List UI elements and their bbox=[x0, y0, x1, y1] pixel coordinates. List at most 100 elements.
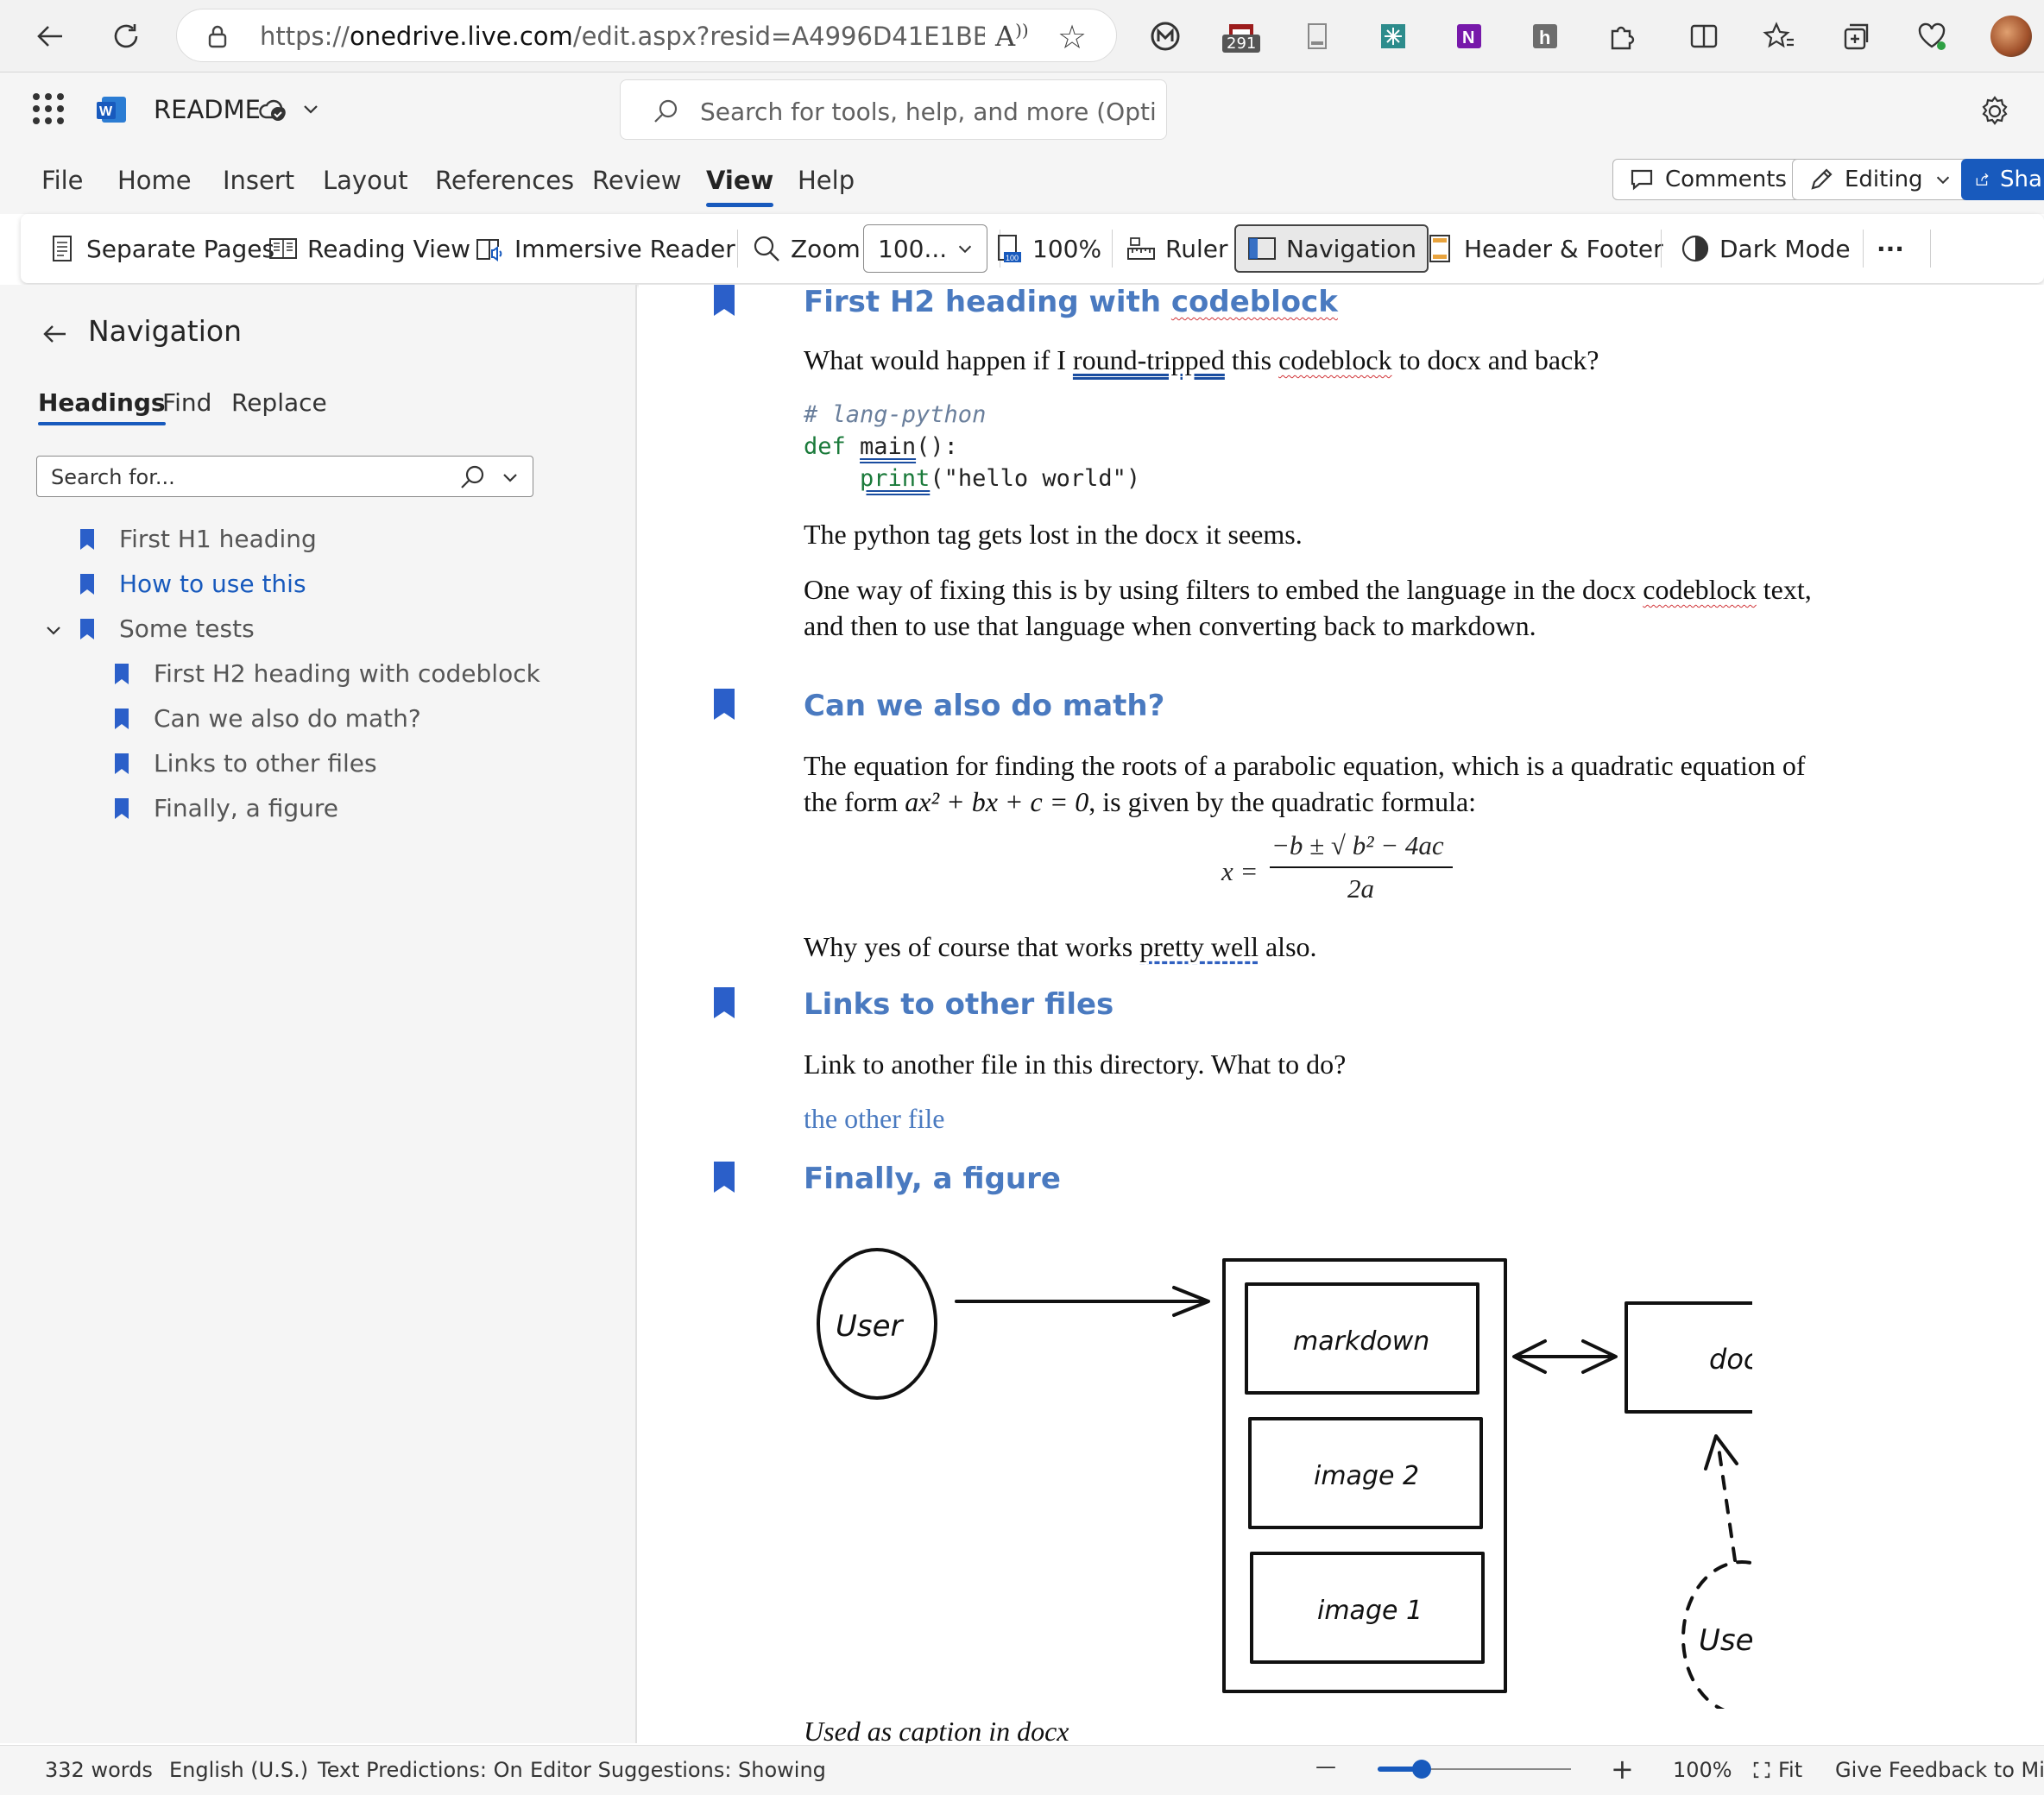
tab-insert[interactable]: Insert bbox=[223, 166, 295, 195]
figure-caption: Used as caption in docx bbox=[804, 1716, 1069, 1743]
zoom-in-button[interactable]: + bbox=[1611, 1753, 1634, 1786]
share-button[interactable]: Share bbox=[1961, 159, 2044, 200]
document-canvas[interactable]: First H2 heading with codeblock What wou… bbox=[639, 285, 2044, 1743]
figure-label-image1: image 1 bbox=[1317, 1596, 1423, 1626]
code-block: # lang-python def main(): print("hello w… bbox=[804, 401, 1141, 492]
app-header: W README Search for tools, help, and mor… bbox=[0, 72, 2044, 150]
immersive-reader-icon bbox=[476, 239, 502, 261]
header-footer-icon bbox=[1429, 235, 1450, 262]
extension-teal-icon[interactable] bbox=[1374, 17, 1412, 55]
zoom-percentage[interactable]: 100% bbox=[1673, 1758, 1732, 1782]
favorites-icon[interactable] bbox=[1761, 17, 1799, 55]
dark-mode-button[interactable]: Dark Mode bbox=[1680, 224, 1851, 273]
arrow-left-icon[interactable] bbox=[40, 319, 69, 349]
back-button[interactable] bbox=[26, 12, 74, 60]
collapse-chevron-icon[interactable] bbox=[43, 620, 64, 640]
more-options-button[interactable]: ··· bbox=[1877, 234, 1904, 263]
bookmark-icon bbox=[714, 689, 735, 720]
zoom-slider-thumb[interactable] bbox=[1412, 1760, 1431, 1779]
outer-container-box bbox=[1222, 1258, 1507, 1693]
saved-cloud-icon[interactable] bbox=[259, 95, 288, 124]
zoom-slider-track[interactable] bbox=[1378, 1768, 1571, 1770]
tab-help[interactable]: Help bbox=[798, 166, 855, 195]
tab-find[interactable]: Find bbox=[162, 388, 212, 417]
zoom-button[interactable]: Zoom bbox=[751, 224, 861, 273]
page-icon bbox=[53, 236, 72, 261]
navigation-pane-toggle[interactable]: Navigation bbox=[1234, 224, 1429, 273]
nav-heading-item[interactable]: Can we also do math? bbox=[114, 704, 421, 733]
give-feedback-link[interactable]: Give Feedback to Microsoft bbox=[1835, 1758, 2044, 1782]
bookmark-icon bbox=[80, 618, 94, 639]
docx-box bbox=[1624, 1301, 1752, 1414]
app-launcher-icon[interactable] bbox=[33, 93, 64, 124]
editing-mode-button[interactable]: Editing bbox=[1792, 159, 1969, 200]
fit-icon bbox=[1753, 1761, 1770, 1779]
nav-heading-item[interactable]: Finally, a figure bbox=[114, 794, 338, 822]
extension-m-icon[interactable] bbox=[1146, 17, 1184, 55]
nav-heading-item[interactable]: Some tests bbox=[79, 614, 255, 643]
fit-button[interactable]: Fit bbox=[1752, 1758, 1802, 1782]
word-logo-icon: W bbox=[97, 97, 126, 123]
tab-review[interactable]: Review bbox=[592, 166, 682, 195]
nav-search-input[interactable]: Search for... bbox=[36, 456, 533, 497]
image-2-box bbox=[1248, 1417, 1483, 1529]
chevron-down-icon[interactable] bbox=[300, 98, 321, 119]
heading-codeblock: First H2 heading with codeblock bbox=[804, 285, 1338, 319]
reload-button[interactable] bbox=[102, 12, 150, 60]
bookmark-icon bbox=[115, 797, 129, 819]
tab-file[interactable]: File bbox=[41, 166, 84, 195]
nav-heading-item[interactable]: First H1 heading bbox=[79, 525, 317, 553]
zoom-level-select[interactable]: 100... bbox=[863, 224, 987, 273]
split-screen-icon[interactable] bbox=[1685, 17, 1723, 55]
pencil-icon bbox=[1811, 168, 1833, 190]
document-title[interactable]: README bbox=[154, 95, 261, 124]
read-aloud-icon[interactable]: A)) bbox=[995, 20, 1029, 53]
nav-heading-item[interactable]: First H2 heading with codeblock bbox=[114, 659, 540, 688]
immersive-reader-button[interactable]: Immersive Reader bbox=[475, 224, 735, 273]
onenote-icon[interactable]: N bbox=[1450, 17, 1488, 55]
header-footer-button[interactable]: Header & Footer bbox=[1424, 224, 1663, 273]
word-count[interactable]: 332 words bbox=[45, 1758, 153, 1782]
extension-h-icon[interactable]: h bbox=[1526, 17, 1564, 55]
editor-suggestions-status[interactable]: Editor Suggestions: Showing bbox=[530, 1758, 826, 1782]
chevron-down-icon[interactable] bbox=[500, 467, 520, 488]
figure-label-docx: docx bbox=[1709, 1343, 1752, 1376]
svg-text:h: h bbox=[1539, 27, 1550, 48]
page-100-icon: 100 bbox=[998, 235, 1021, 262]
search-input[interactable]: Search for tools, help, and more (Option… bbox=[620, 79, 1167, 140]
tab-references[interactable]: References bbox=[435, 166, 575, 195]
bookmark-icon bbox=[115, 708, 129, 729]
comments-button[interactable]: Comments bbox=[1612, 159, 1803, 200]
extensions-puzzle-icon[interactable] bbox=[1602, 17, 1640, 55]
architecture-figure: User markdown image 2 image 1 docx User bbox=[817, 1248, 1752, 1709]
gear-icon[interactable] bbox=[1978, 95, 2011, 128]
bookmark-icon bbox=[80, 528, 94, 550]
tab-replace[interactable]: Replace bbox=[231, 388, 327, 417]
reading-view-button[interactable]: Reading View bbox=[268, 224, 470, 273]
link-other-file[interactable]: the other file bbox=[804, 1103, 945, 1134]
profile-avatar[interactable] bbox=[1990, 16, 2032, 57]
favorite-star-icon[interactable]: ☆ bbox=[1057, 18, 1088, 56]
zoom-100-button[interactable]: 100 100% bbox=[993, 224, 1101, 273]
tab-view[interactable]: View bbox=[706, 166, 774, 207]
tab-layout[interactable]: Layout bbox=[323, 166, 408, 195]
tab-home[interactable]: Home bbox=[117, 166, 192, 195]
ruler-button[interactable]: Ruler bbox=[1126, 224, 1227, 273]
text-predictions-status[interactable]: Text Predictions: On bbox=[318, 1758, 523, 1782]
extension-badge: 291 bbox=[1222, 35, 1261, 53]
nav-heading-item[interactable]: Links to other files bbox=[114, 749, 377, 778]
zoom-out-button[interactable]: — bbox=[1315, 1754, 1336, 1779]
nav-heading-item-current[interactable]: How to use this bbox=[79, 570, 306, 598]
collections-icon[interactable] bbox=[1837, 17, 1875, 55]
extension-page-icon[interactable] bbox=[1298, 17, 1336, 55]
tab-headings[interactable]: Headings bbox=[38, 388, 166, 425]
browser-essentials-icon[interactable] bbox=[1913, 17, 1951, 55]
search-icon[interactable] bbox=[458, 463, 486, 491]
refresh-icon bbox=[114, 24, 138, 48]
bookmark-icon bbox=[80, 573, 94, 595]
address-bar[interactable]: https://onedrive.live.com/edit.aspx?resi… bbox=[176, 9, 1117, 62]
paragraph: Why yes of course that works pretty well… bbox=[804, 931, 1317, 962]
chevron-down-icon bbox=[1936, 176, 1949, 185]
language-indicator[interactable]: English (U.S.) bbox=[169, 1758, 309, 1782]
separate-pages-button[interactable]: Separate Pages bbox=[47, 224, 274, 273]
